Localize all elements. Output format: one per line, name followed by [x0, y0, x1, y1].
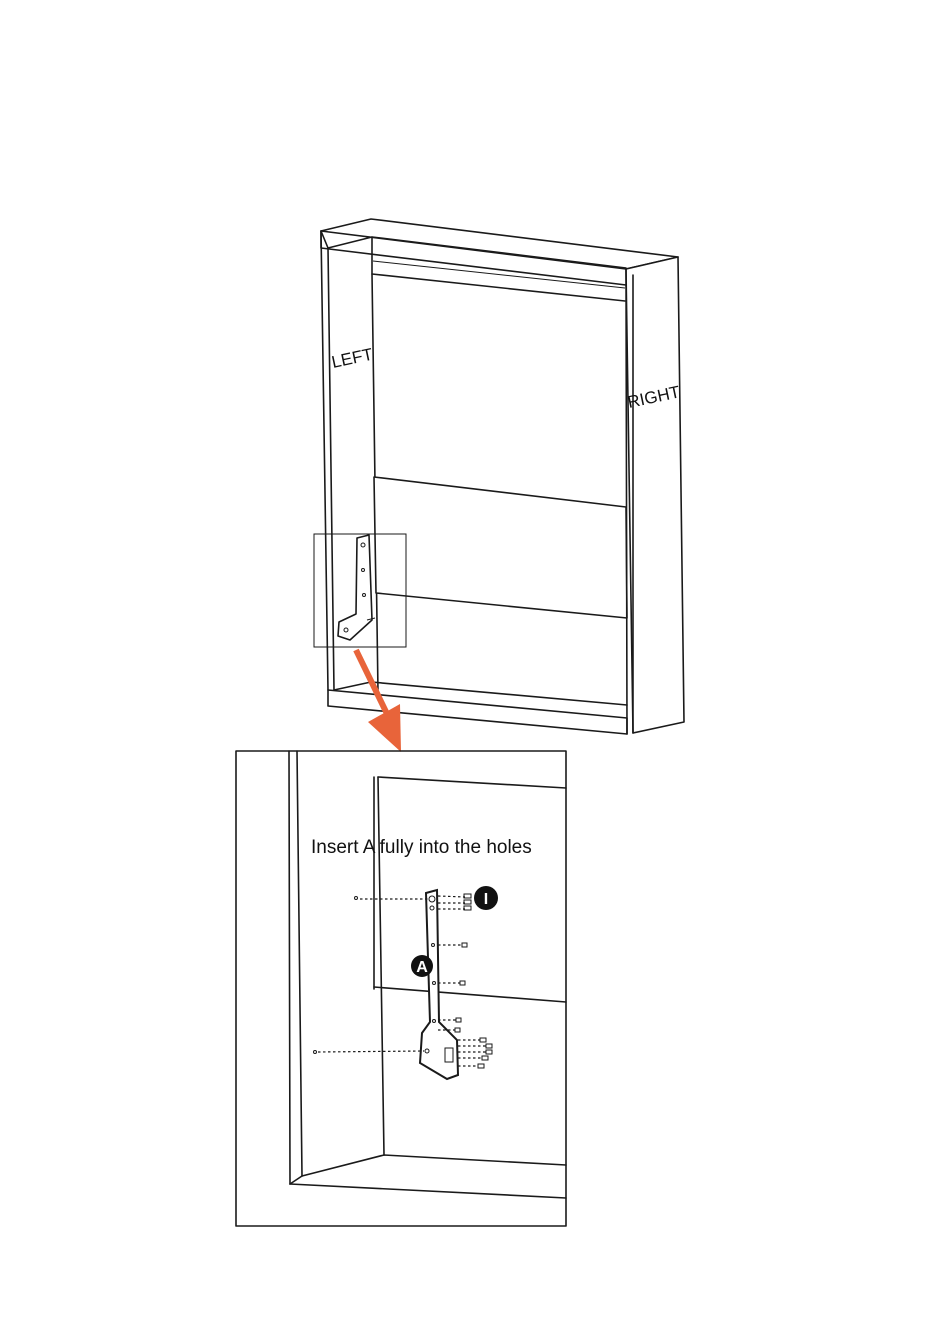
- part-a-badge: A: [411, 955, 433, 977]
- right-panel: [626, 257, 684, 734]
- detail-view: Insert A fully into the holes: [236, 751, 566, 1226]
- l-bracket-icon: [420, 890, 458, 1079]
- middle-rail: [374, 477, 627, 618]
- part-a-label: A: [416, 959, 428, 976]
- cabinet-drawing: LEFT RIGHT: [314, 219, 684, 734]
- instruction-text: Insert A fully into the holes: [311, 837, 532, 858]
- screw-icon: [314, 894, 493, 1068]
- arrow-down-left-icon: [356, 650, 401, 752]
- part-i-label: I: [484, 891, 488, 908]
- left-panel: [321, 231, 334, 690]
- top-panel: [321, 219, 678, 285]
- left-label: LEFT: [330, 345, 375, 372]
- back-panel: [372, 237, 625, 692]
- part-i-badge: I: [474, 886, 498, 910]
- bracket-overview: [338, 535, 375, 640]
